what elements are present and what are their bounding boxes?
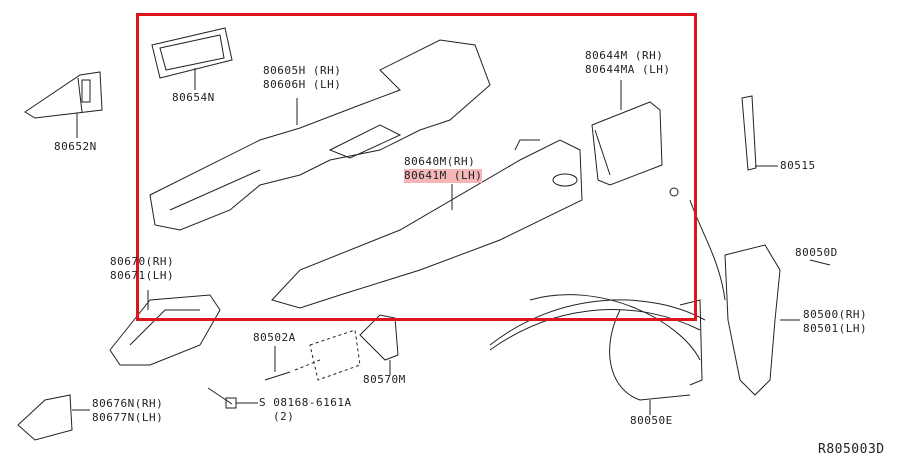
part-number: 80570M [363,373,406,386]
part-number-lh: 80671(LH) [110,269,175,282]
label-80515[interactable]: 80515 [780,159,816,173]
highlight-frame [136,13,697,321]
part-80640M-drawing [271,139,583,309]
part-number: 80515 [780,159,816,172]
label-80670[interactable]: 80670(RH)80671(LH) [110,255,174,283]
label-80500[interactable]: 80500(RH)80501(LH) [803,308,867,336]
label-80605H[interactable]: 80605H (RH)80606H (LH) [263,64,341,92]
part-number-lh: 80501(LH) [803,322,868,335]
label-80640M[interactable]: 80640M(RH)80641M (LH) [404,155,483,183]
part-80502A-drawing [264,329,361,381]
part-number: 80654N [172,91,215,104]
part-80515-drawing [741,95,778,171]
part-number-rh: 80644M (RH) [585,49,664,62]
diagram-id: R805003D [818,442,885,457]
part-80644M-drawing [591,80,663,186]
quantity: (2) [273,410,295,423]
part-number-rh: 80605H (RH) [263,64,342,77]
part-number-lh-highlighted: 80641M (LH) [404,169,483,183]
part-number-rh: 80676N(RH) [92,397,164,410]
label-80644M[interactable]: 80644M (RH)80644MA (LH) [585,49,670,77]
part-80676N-drawing [17,394,90,441]
label-80654N[interactable]: 80654N [172,91,215,105]
part-number: 80050D [795,246,838,259]
part-80670-drawing [109,290,221,366]
part-80605H-drawing [149,39,491,231]
part-number: 80652N [54,140,97,153]
part-number-rh: 80500(RH) [803,308,868,321]
part-number-rh: 80670(RH) [110,255,175,268]
label-80570M[interactable]: 80570M [363,373,406,387]
part-number: 80502A [253,331,296,344]
part-number: S 08168-6161A [259,396,352,409]
part-80570M-drawing [359,314,399,375]
part-number-rh: 80640M(RH) [404,155,476,168]
bolt-08168-drawing [207,387,258,409]
label-80050E[interactable]: 80050E [630,414,673,428]
label-80676N[interactable]: 80676N(RH)80677N(LH) [92,397,163,425]
part-number-lh: 80644MA (LH) [585,63,671,76]
part-80654N-drawing [151,27,233,90]
part-number-lh: 80606H (LH) [263,78,342,91]
label-80652N[interactable]: 80652N [54,140,97,154]
part-number-lh: 80677N(LH) [92,411,164,424]
label-08168-6161A[interactable]: S 08168-6161A(2) [259,396,352,424]
part-number: 80050E [630,414,673,427]
label-80050D[interactable]: 80050D [795,246,838,260]
label-80502A[interactable]: 80502A [253,331,296,345]
part-80652N-drawing [24,71,103,138]
